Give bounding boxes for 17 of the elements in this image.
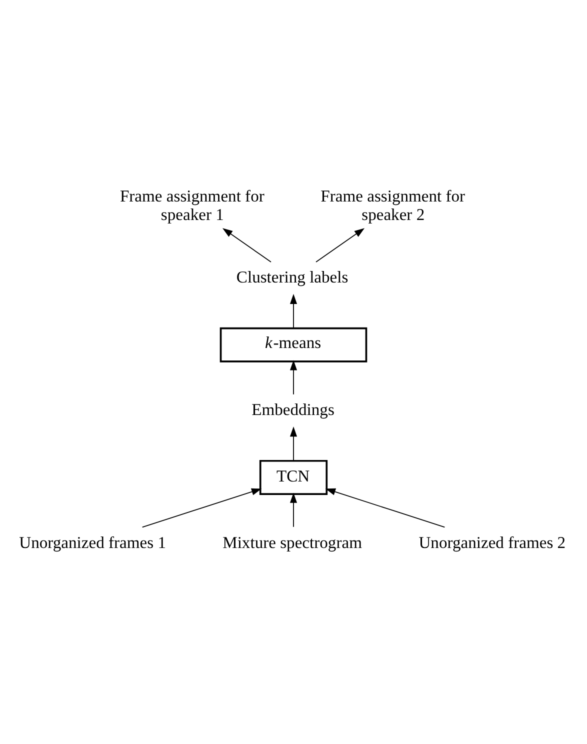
- node-text: Clustering labels: [236, 267, 348, 286]
- arrow: [325, 488, 446, 528]
- node-box: k-means: [220, 326, 368, 362]
- node-box: TCN: [259, 459, 328, 494]
- node-text: Unorganized frames 1: [19, 532, 166, 552]
- arrow: [290, 492, 298, 527]
- node-text: Embeddings: [252, 400, 334, 419]
- arrow: [142, 488, 262, 528]
- arrow: [222, 228, 272, 262]
- arrow: [316, 228, 365, 262]
- arrow: [290, 293, 298, 328]
- node-text: Frame assignment for speaker 2: [320, 186, 466, 224]
- node-text: Frame assignment for speaker 1: [120, 186, 264, 224]
- node-text: Mixture spectrogram: [222, 532, 362, 552]
- arrow: [290, 360, 298, 394]
- node-text: Unorganized frames 2: [418, 532, 566, 552]
- arrow: [290, 426, 298, 461]
